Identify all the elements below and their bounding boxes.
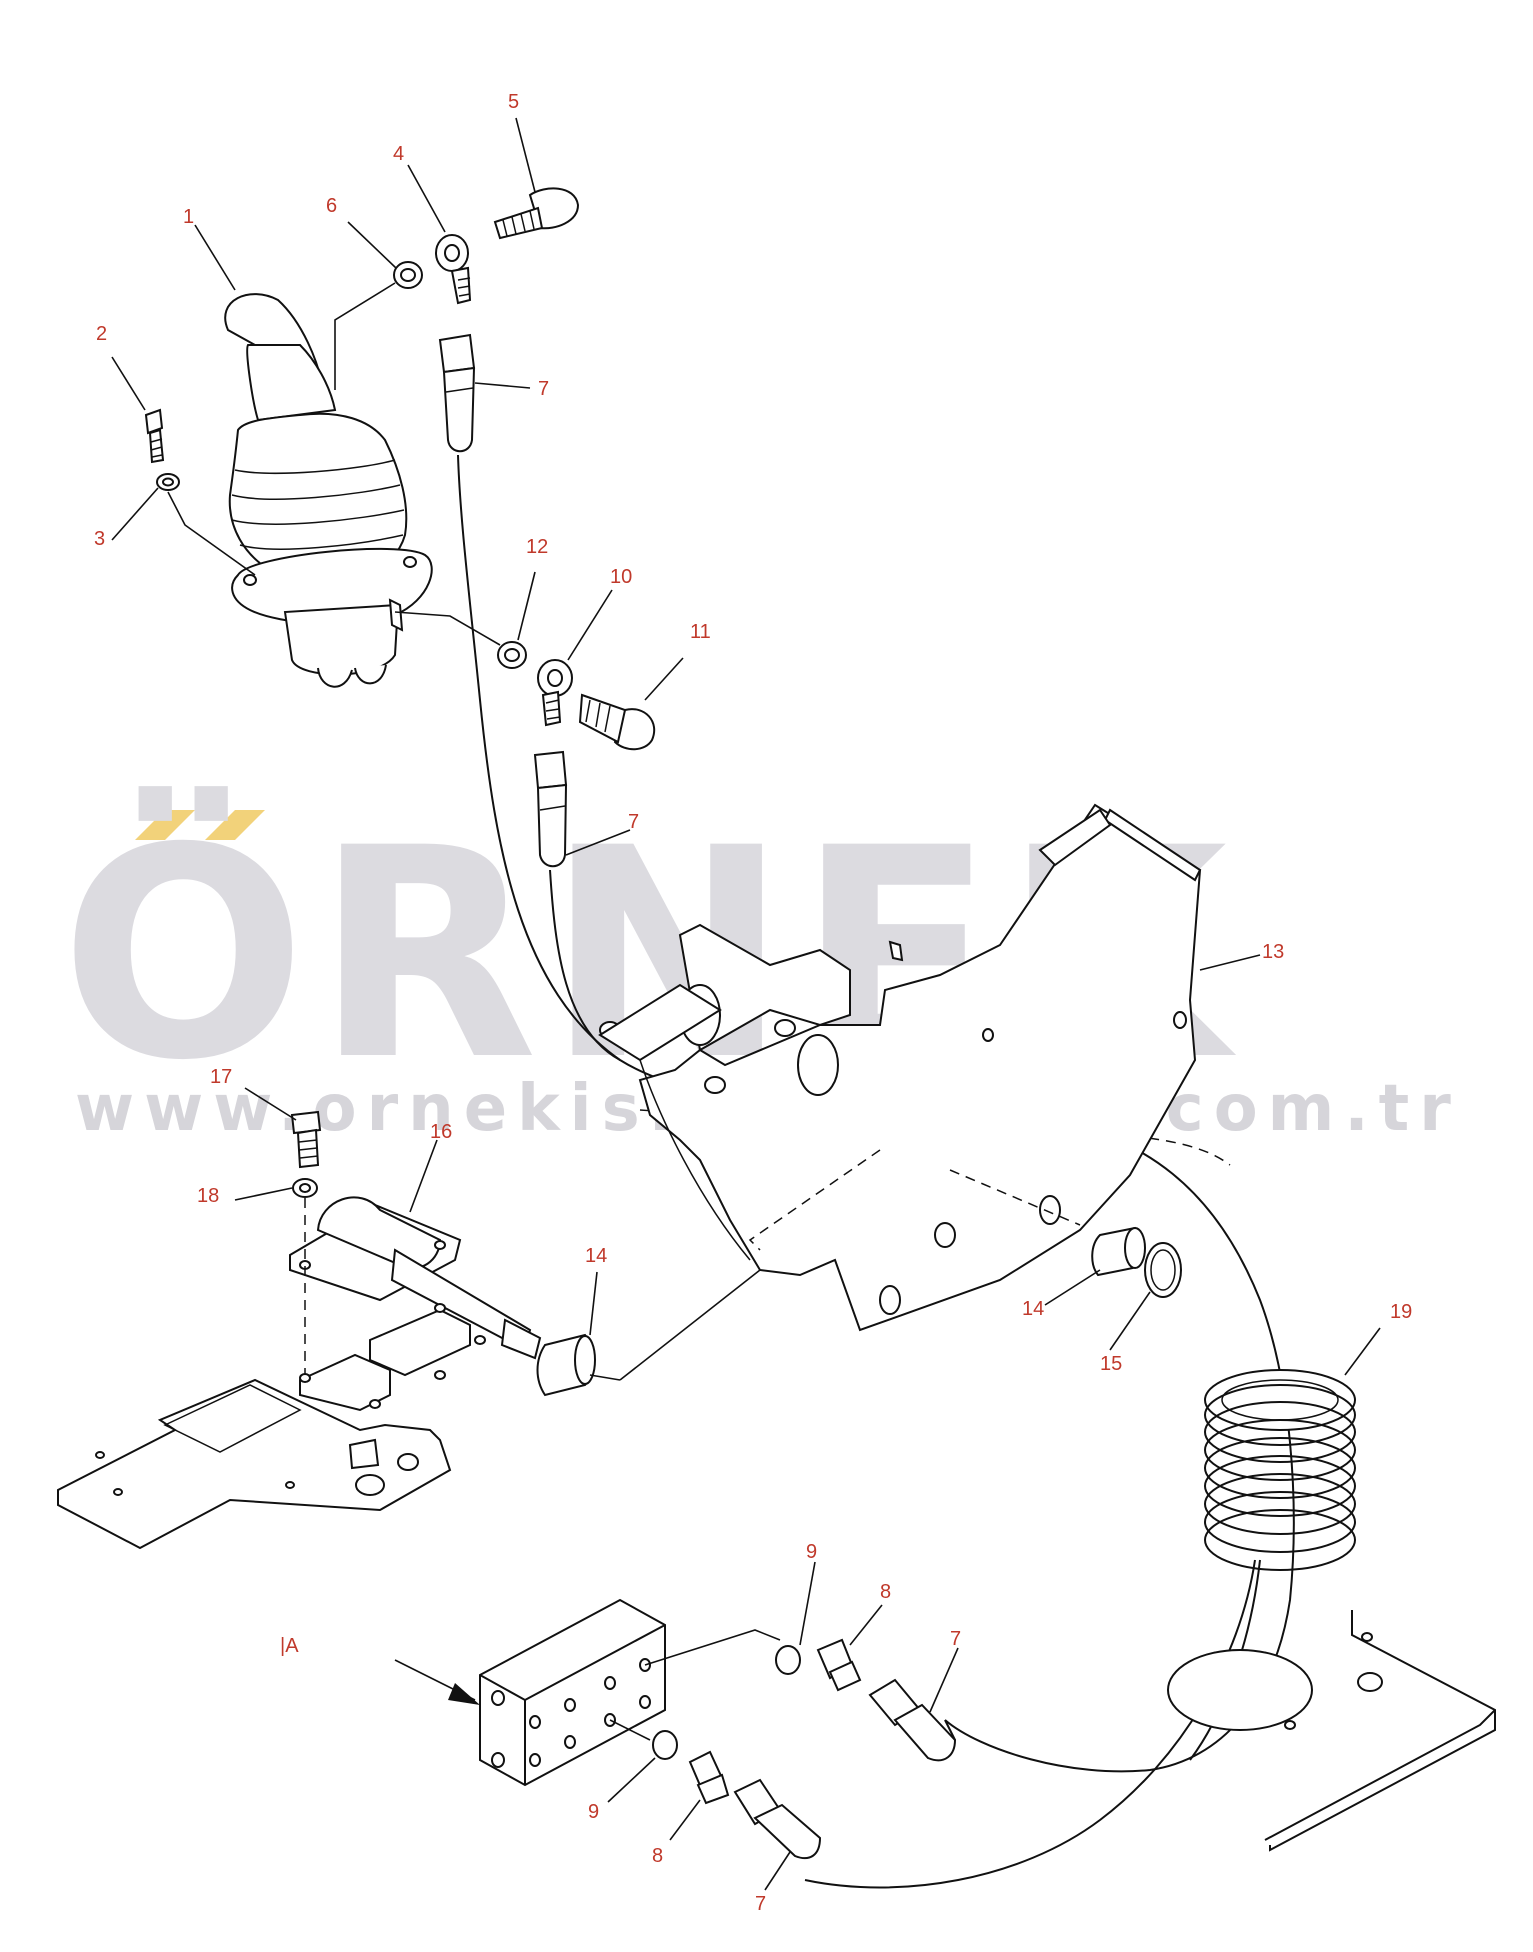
label-part-9-upper: 9	[806, 1541, 817, 1563]
sealing-washer-lower	[497, 641, 527, 669]
hose-end-right-upper	[868, 1678, 957, 1762]
base-plate	[57, 1303, 486, 1550]
hose-end-upper	[438, 333, 476, 453]
bolt-17	[290, 1110, 322, 1169]
banjo-bolt-upper	[493, 187, 580, 240]
o-ring-lower	[652, 1730, 678, 1760]
floor-plate	[1167, 1610, 1496, 1852]
washer	[156, 473, 180, 491]
label-part-18: 18	[197, 1185, 219, 1207]
label-part-7b: 7	[628, 811, 639, 833]
hose-end-lower	[533, 750, 568, 868]
pivot-pin	[289, 1196, 542, 1360]
adapter-upper	[816, 1638, 862, 1692]
label-part-7d: 7	[755, 1893, 766, 1915]
banjo-bolt-lower	[578, 693, 655, 751]
label-part-19: 19	[1390, 1301, 1412, 1323]
watermark-accent-right	[205, 810, 265, 840]
view-arrow-head	[448, 1683, 480, 1705]
label-part-2: 2	[96, 323, 107, 345]
cap-screw	[144, 408, 165, 464]
label-part-9-lower: 9	[588, 1801, 599, 1823]
adapter-lower	[688, 1750, 730, 1805]
bushing-right	[1091, 1226, 1146, 1277]
label-part-14-right: 14	[1022, 1298, 1044, 1320]
label-part-17: 17	[210, 1066, 232, 1088]
hose-end-right-lower	[733, 1778, 822, 1860]
view-marker-a: |A	[280, 1635, 299, 1657]
label-part-12: 12	[526, 536, 548, 558]
spring-coil	[1204, 1369, 1356, 1571]
banjo-fitting-lower	[537, 659, 573, 727]
label-part-4: 4	[393, 143, 404, 165]
sealing-washer-upper	[393, 261, 423, 289]
hose-line-b	[549, 869, 621, 1061]
watermark-accent-left	[135, 810, 195, 840]
console-bracket	[598, 803, 1202, 1332]
label-part-10: 10	[610, 566, 632, 588]
label-part-14-left: 14	[585, 1245, 607, 1267]
label-part-15: 15	[1100, 1353, 1122, 1375]
label-part-3: 3	[94, 528, 105, 550]
label-part-16: 16	[430, 1121, 452, 1143]
joystick-assembly	[224, 293, 433, 688]
label-part-7c: 7	[950, 1628, 961, 1650]
valve-block	[479, 1598, 666, 1787]
banjo-fitting-upper	[435, 234, 472, 305]
o-ring-upper	[775, 1645, 801, 1675]
label-part-5: 5	[508, 91, 519, 113]
label-part-8-lower: 8	[652, 1845, 663, 1867]
label-part-13: 13	[1262, 941, 1284, 963]
label-part-1: 1	[183, 206, 194, 228]
washer-18	[292, 1178, 318, 1198]
label-part-7a: 7	[538, 378, 549, 400]
label-part-6: 6	[326, 195, 337, 217]
label-part-11: 11	[690, 621, 711, 643]
label-part-8-upper: 8	[880, 1581, 891, 1603]
bushing-left	[536, 1333, 596, 1397]
circlip	[1144, 1242, 1182, 1298]
